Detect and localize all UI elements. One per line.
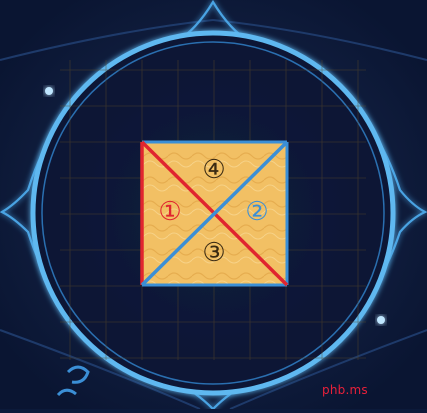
ornament-glyph bbox=[56, 388, 77, 397]
ring-dot bbox=[377, 316, 385, 324]
piece-3-label: ③ bbox=[202, 238, 226, 268]
ring-dot bbox=[45, 87, 53, 95]
ornament-glyph bbox=[66, 365, 90, 384]
piece-2-label: ② bbox=[245, 197, 269, 227]
piece-1[interactable] bbox=[142, 142, 213, 285]
inner-ring bbox=[41, 41, 385, 385]
piece-1-label: ① bbox=[158, 197, 182, 227]
bg-curve bbox=[229, 329, 427, 410]
piece-2[interactable] bbox=[213, 142, 287, 285]
bg-curve bbox=[0, 329, 201, 410]
square-tile bbox=[140, 140, 289, 287]
diagonal-blue bbox=[140, 140, 289, 287]
piece-3[interactable] bbox=[142, 213, 287, 285]
piece-4[interactable] bbox=[142, 142, 287, 213]
piece-4-label: ④ bbox=[202, 155, 226, 185]
watermark-text: phb.ms bbox=[322, 383, 368, 397]
bg-curve bbox=[0, 19, 214, 61]
bg-curve bbox=[212, 19, 427, 61]
